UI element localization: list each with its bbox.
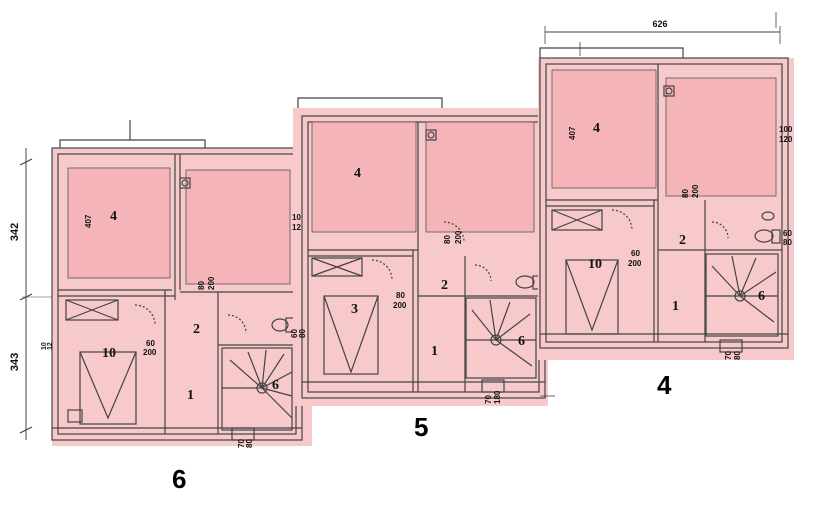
unit-5-label: 5 — [414, 412, 428, 442]
unit-6-dimension-label: 10 — [292, 213, 301, 222]
unit-5-room-label: 1 — [431, 344, 438, 359]
unit-5-plan — [293, 97, 555, 406]
unit-6-dimension-label: 200 — [143, 348, 157, 357]
unit-5-room-label: 4 — [354, 166, 361, 181]
unit-4-dimension-label: 200 — [691, 184, 700, 198]
unit-4-label: 4 — [657, 370, 672, 400]
left-dimension-top: 342 — [9, 223, 21, 241]
unit-4-dimension-label: 407 — [568, 126, 577, 140]
unit-4-dimension-label: 60 — [631, 249, 640, 258]
unit-4-room-label: 1 — [672, 299, 679, 314]
unit-4-dimension-label: 80 — [733, 351, 742, 360]
unit-5-dimension-label: 70 — [484, 395, 493, 404]
unit-4-plan — [538, 12, 794, 360]
unit-5-room-label: 3 — [351, 302, 358, 317]
unit-4-dimension-label: 200 — [628, 259, 642, 268]
left-dimension-bottom: 343 — [9, 353, 21, 371]
unit-6-dimension-label: 80 — [197, 281, 206, 290]
unit-4-dimension-label: 70 — [724, 351, 733, 360]
unit-6-room-label: 2 — [193, 322, 200, 337]
unit-5-dimension-label: 200 — [454, 230, 463, 244]
unit-4-dimension-label: 120 — [779, 135, 793, 144]
unit-4-room-label: 6 — [758, 289, 765, 304]
unit-6-dimension-label: 12 — [292, 223, 301, 232]
unit-5-dimension-label: 200 — [393, 301, 407, 310]
unit-6-room-label: 1 — [187, 388, 194, 403]
unit-4-room-label: 10 — [588, 257, 602, 272]
unit-5-room-label: 2 — [441, 278, 448, 293]
unit-5-dimension-label: 80 — [443, 235, 452, 244]
unit-6-dimension-label: 70 — [237, 439, 246, 448]
unit-4-dimension-label: 80 — [783, 238, 792, 247]
unit-5-dimension-label: 180 — [493, 390, 502, 404]
unit-4-dimension-label: 60 — [783, 229, 792, 238]
unit-6-dimension-label: 80 — [245, 439, 254, 448]
unit-5-dimension-label: 80 — [396, 291, 405, 300]
unit-4-dimension-label: 80 — [681, 189, 690, 198]
unit-6-dimension-label: 10 — [41, 342, 48, 350]
unit-6-dimension-label: 12 — [47, 342, 54, 350]
unit-6-room-label: 6 — [272, 378, 279, 393]
unit-4-room-label: 4 — [593, 121, 600, 136]
unit-6-dimension-label: 80 — [298, 329, 307, 338]
unit-6-label: 6 — [172, 464, 186, 494]
unit-6-dimension-label: 60 — [290, 329, 299, 338]
unit-6-plan — [19, 120, 312, 446]
unit-6-room-label: 10 — [102, 346, 116, 361]
unit-5-room-label: 6 — [518, 334, 525, 349]
overall-dimension: 626 — [652, 19, 667, 29]
unit-6-room-label: 4 — [110, 209, 117, 224]
unit-4-dimension-label: 100 — [779, 125, 793, 134]
unit-6-dimension-label: 60 — [146, 339, 155, 348]
unit-6-dimension-label: 407 — [84, 214, 93, 228]
unit-4-room-label: 2 — [679, 233, 686, 248]
unit-6-dimension-label: 200 — [207, 276, 216, 290]
